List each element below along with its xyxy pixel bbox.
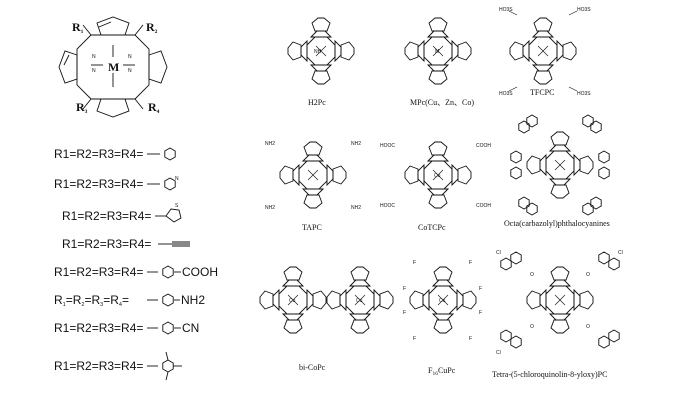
label-n-1: N <box>92 54 96 60</box>
svg-text:F: F <box>413 336 416 342</box>
structure-tfcpc: HO3S HO3S HO3S HO3S <box>499 7 591 97</box>
atom-n: N <box>175 176 179 182</box>
substituent-label-subscripted: R1=R2=R3=R4= <box>54 293 129 308</box>
atom-s: S <box>175 203 179 209</box>
svg-text:COOH: COOH <box>476 203 491 209</box>
svg-text:NH2: NH2 <box>351 141 361 147</box>
substituent-label: R1=R2=R3=R4= <box>54 359 143 373</box>
atom-nh2: NH2 <box>181 293 205 307</box>
svg-text:HOOC: HOOC <box>380 143 395 149</box>
svg-text:NH2: NH2 <box>265 205 275 211</box>
structure-mpc: M <box>404 17 472 85</box>
svg-text:F: F <box>469 260 472 266</box>
svg-text:O: O <box>530 272 534 278</box>
structure-octa-carbazolyl <box>510 114 610 216</box>
caption-mpc: MPc(Cu、Zn、Co) <box>410 98 474 107</box>
svg-text:M: M <box>435 49 439 55</box>
svg-text:Cl: Cl <box>618 250 623 256</box>
svg-text:O: O <box>586 272 590 278</box>
substituent-label: R1=R2=R3=R4= <box>54 265 143 279</box>
substituent-label: R1=R2=R3=R4= <box>54 147 143 161</box>
label-n-4: N <box>128 68 132 74</box>
structure-tapc: NH2 NH2 NH2 NH2 <box>265 141 361 211</box>
caption-octa: Octa(carbazolyl)phthalocyanines <box>504 219 610 228</box>
svg-text:O: O <box>530 324 534 330</box>
svg-text:O: O <box>586 324 590 330</box>
svg-text:F: F <box>479 310 482 316</box>
svg-text:F: F <box>403 310 406 316</box>
svg-text:Co: Co <box>289 298 296 304</box>
atom-cn: CN <box>182 321 199 335</box>
caption-tetra: Tetra-(5-chloroquinolin-8-yloxy)PC <box>492 370 607 379</box>
label-r2: R2 <box>146 20 158 35</box>
svg-text:NH2: NH2 <box>351 205 361 211</box>
svg-text:HO3S: HO3S <box>577 7 591 13</box>
label-r3: R3 <box>76 100 88 115</box>
structure-h2pc: NH <box>287 17 355 85</box>
substituent-label: R1=R2=R3=R4= <box>62 237 151 251</box>
svg-text:COOH: COOH <box>476 143 491 149</box>
label-r4: R4 <box>148 100 160 115</box>
caption-tapc: TAPC <box>302 223 322 232</box>
label-n-3: N <box>92 68 96 74</box>
svg-text:Co: Co <box>356 298 363 304</box>
substituent-list: R1=R2=R3=R4= R1=R2=R3=R4= N R1=R2=R3=R4=… <box>54 147 218 381</box>
svg-text:HO3S: HO3S <box>499 91 513 97</box>
substituent-label: R1=R2=R3=R4= <box>62 209 151 223</box>
label-r1: R1 <box>72 20 84 35</box>
structure-bi-copc: Co Co <box>259 266 394 334</box>
caption-tfcpc: TFCPC <box>530 88 554 97</box>
label-n-2: N <box>128 54 132 60</box>
svg-text:F: F <box>403 286 406 292</box>
caption-bi-copc: bi-CoPc <box>299 363 326 372</box>
svg-text:F: F <box>469 336 472 342</box>
label-metal: M <box>108 60 119 74</box>
svg-text:F: F <box>479 286 482 292</box>
structure-tetra-quinolinyloxy: O O O O Cl Cl Cl <box>496 250 623 356</box>
caption-h2pc: H2Pc <box>308 98 326 107</box>
caption-cotcpc: CoTCPc <box>418 223 446 232</box>
svg-text:HO3S: HO3S <box>499 7 513 13</box>
substituent-label: R1=R2=R3=R4= <box>54 321 143 335</box>
svg-text:HOOC: HOOC <box>380 203 395 209</box>
svg-text:Cu: Cu <box>439 298 446 304</box>
atom-cooh: COOH <box>182 265 218 279</box>
svg-text:HO3S: HO3S <box>577 91 591 97</box>
structure-cotcpc: Co HOOC COOH HOOC COOH <box>380 141 491 209</box>
svg-text:Cl: Cl <box>496 250 501 256</box>
caption-f16cupc: F16CuPc <box>428 366 456 377</box>
svg-text:Cl: Cl <box>496 350 501 356</box>
structure-f16cupc: Cu F F F F F F F F <box>403 260 482 342</box>
svg-text:Co: Co <box>434 173 441 179</box>
porphyrin-structure <box>58 16 168 118</box>
svg-text:NH2: NH2 <box>265 141 275 147</box>
svg-text:NH: NH <box>314 49 322 55</box>
svg-text:F: F <box>413 260 416 266</box>
substituent-label: R1=R2=R3=R4= <box>54 177 143 191</box>
